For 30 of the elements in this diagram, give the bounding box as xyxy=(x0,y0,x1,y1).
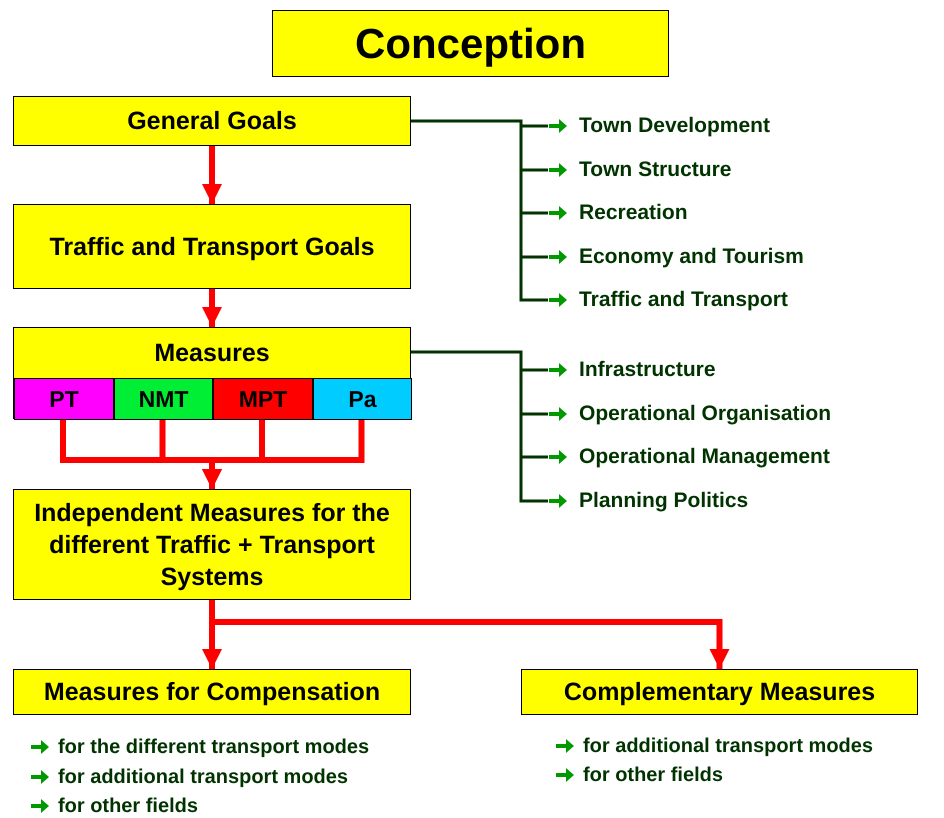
list-item: for the different transport modes xyxy=(58,736,370,758)
arrow xyxy=(202,289,222,327)
list-item: for additional transport modes xyxy=(58,766,348,788)
process-box: Independent Measures for the different Traffic + Transport Systems xyxy=(13,489,411,600)
process-box: Measures for Compensation xyxy=(13,669,411,715)
connector-line xyxy=(411,120,548,302)
list-item: Operational Management xyxy=(579,445,830,469)
category-cell: PT xyxy=(14,378,114,420)
arrow xyxy=(202,146,222,204)
process-box: Complementary Measures xyxy=(521,669,918,715)
list-item: for other fields xyxy=(583,764,724,786)
list-item: Town Structure xyxy=(579,158,732,182)
list-item: Recreation xyxy=(579,201,688,225)
connector-line xyxy=(411,350,548,502)
list-item: Economy and Tourism xyxy=(579,245,804,269)
process-box: General Goals xyxy=(13,96,411,146)
process-box: Traffic and Transport Goals xyxy=(13,204,411,289)
category-cell: MPT xyxy=(213,378,313,420)
list-item: Infrastructure xyxy=(579,358,716,382)
category-cell: NMT xyxy=(114,378,213,420)
list-item: Town Development xyxy=(579,114,770,138)
category-cell: Pa xyxy=(313,378,412,420)
list-item: Operational Organisation xyxy=(579,402,832,426)
measures-box xyxy=(13,327,411,419)
list-item: for additional transport modes xyxy=(583,734,874,758)
list-item: Traffic and Transport xyxy=(579,288,788,312)
title-box: Conception xyxy=(272,10,669,77)
list-item: for other fields xyxy=(58,794,198,818)
box-heading: Measures xyxy=(154,338,270,369)
list-item: Planning Politics xyxy=(579,489,748,513)
